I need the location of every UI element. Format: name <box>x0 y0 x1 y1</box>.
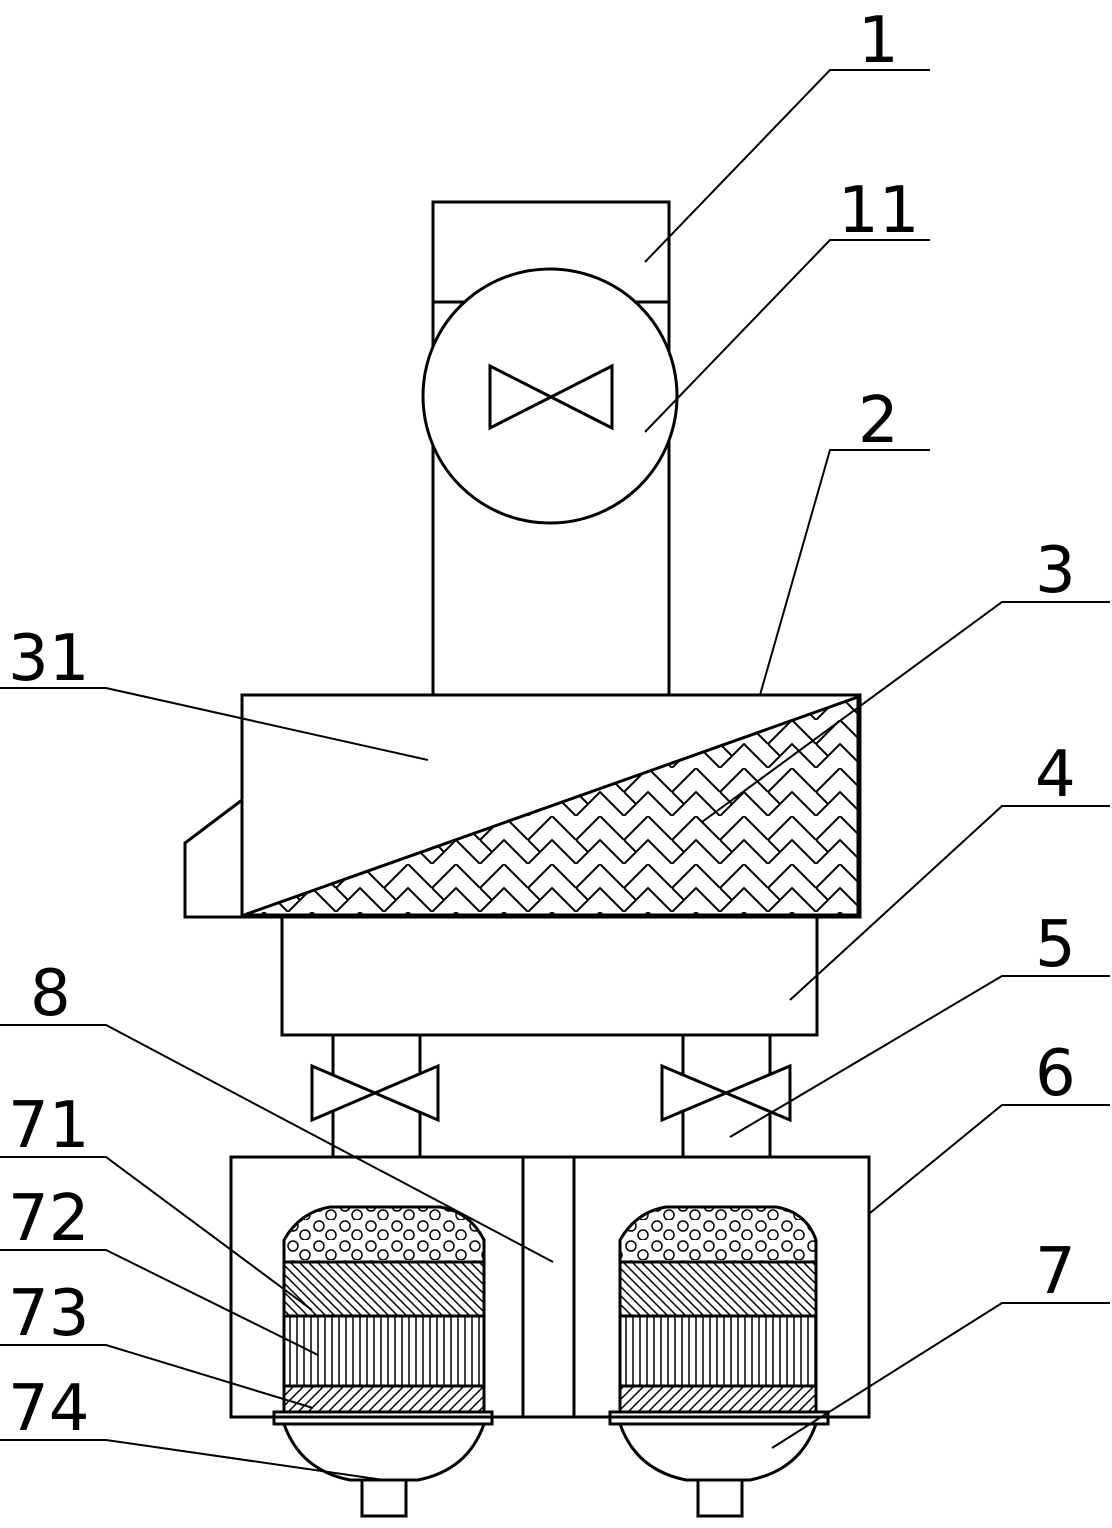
label-73: 73 <box>8 1277 89 1351</box>
label-1: 1 <box>858 4 899 78</box>
label-2: 2 <box>858 384 899 458</box>
right-valve-icon <box>660 1063 792 1123</box>
fan-valve-icon <box>421 267 679 525</box>
label-31: 31 <box>8 622 89 696</box>
label-8: 8 <box>30 957 71 1031</box>
label-3: 3 <box>1035 534 1076 608</box>
left-valve-icon <box>310 1063 440 1123</box>
label-11: 11 <box>838 174 919 248</box>
label-74: 74 <box>8 1372 89 1446</box>
lower-block <box>280 915 819 1037</box>
label-4: 4 <box>1035 738 1076 812</box>
right-filter-cartridge <box>608 1205 830 1518</box>
label-6: 6 <box>1035 1037 1076 1111</box>
label-5: 5 <box>1035 908 1076 982</box>
label-7: 7 <box>1035 1235 1076 1309</box>
bottom-housing <box>229 1155 871 1419</box>
label-71: 71 <box>8 1089 89 1163</box>
label-72: 72 <box>8 1182 89 1256</box>
leader-lines <box>0 69 1110 1481</box>
